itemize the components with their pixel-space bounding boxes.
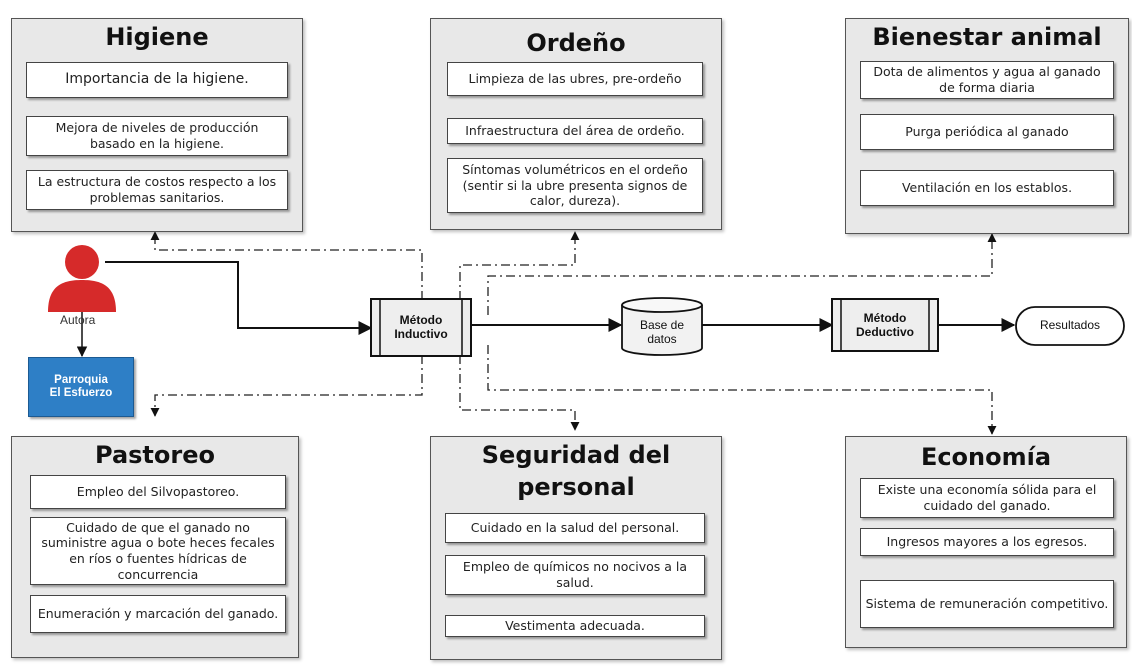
seguridad-title-line2: personal (517, 473, 635, 501)
results-shape (1015, 306, 1125, 346)
bienestar-panel: Bienestar animal Dota de alimentos y agu… (845, 18, 1129, 234)
deductivo-label: Método Deductivo (841, 311, 929, 339)
deductivo-shape (831, 298, 939, 352)
pastoreo-item: Cuidado de que el ganado no suministre a… (30, 517, 286, 585)
higiene-item: La estructura de costos respecto a los p… (26, 170, 288, 210)
ordeno-item: Síntomas volumétricos en el ordeño (sent… (447, 158, 703, 213)
ordeno-panel: Ordeño Limpieza de las ubres, pre-ordeño… (430, 18, 722, 230)
link-pastoreo (150, 355, 423, 417)
db-label: Base de datos (622, 318, 702, 346)
deductivo-line1: Método (863, 311, 907, 325)
bienestar-item: Purga periódica al ganado (860, 114, 1114, 150)
database-icon (621, 297, 703, 356)
pastoreo-title: Pastoreo (95, 441, 215, 469)
parroquia-box: Parroquia El Esfuerzo (28, 357, 134, 417)
pastoreo-item: Enumeración y marcación del ganado. (30, 595, 286, 633)
ordeno-title: Ordeño (526, 29, 626, 57)
author-label: Autora (60, 313, 96, 327)
bienestar-item: Dota de alimentos y agua al ganado de fo… (860, 61, 1114, 99)
economia-item: Sistema de remuneración competitivo. (860, 580, 1114, 628)
parroquia-line2: El Esfuerzo (49, 387, 113, 399)
pastoreo-item: Empleo del Silvopastoreo. (30, 475, 286, 509)
higiene-panel: Higiene Importancia de la higiene. Mejor… (11, 18, 303, 232)
seguridad-title-line1: Seguridad del (481, 441, 671, 469)
link-ordeno (459, 231, 580, 300)
higiene-item: Mejora de niveles de producción basado e… (26, 116, 288, 156)
inductivo-shape (370, 298, 472, 357)
higiene-item: Importancia de la higiene. (26, 62, 288, 98)
db-line1: Base de (639, 318, 685, 332)
pastoreo-panel: Pastoreo Empleo del Silvopastoreo. Cuida… (11, 436, 299, 658)
economia-title: Economía (920, 443, 1052, 471)
results-label: Resultados (1039, 318, 1101, 332)
inductivo-label: Método Inductivo (380, 313, 462, 341)
ordeno-item: Infraestructura del área de ordeño. (447, 118, 703, 144)
link-seguridad (459, 355, 580, 431)
higiene-title: Higiene (105, 23, 209, 51)
seguridad-item: Cuidado en la salud del personal. (445, 513, 705, 543)
deductivo-line2: Deductivo (855, 325, 914, 339)
link-higiene (150, 231, 423, 300)
bienestar-title: Bienestar animal (872, 23, 1102, 51)
seguridad-title: Seguridad del personal (431, 439, 721, 503)
economia-item: Ingresos mayores a los egresos. (860, 528, 1114, 556)
inductivo-line1: Método (399, 313, 443, 327)
parroquia-line1: Parroquia (54, 374, 108, 386)
ordeno-item: Limpieza de las ubres, pre-ordeño (447, 62, 703, 96)
seguridad-item: Vestimenta adecuada. (445, 615, 705, 637)
person-icon (48, 245, 116, 312)
economia-item: Existe una economía sólida para el cuida… (860, 478, 1114, 518)
economia-panel: Economía Existe una economía sólida para… (845, 436, 1127, 648)
seguridad-item: Empleo de químicos no nocivos a la salud… (445, 555, 705, 595)
bienestar-item: Ventilación en los establos. (860, 170, 1114, 206)
author-to-inductivo-arrow (105, 261, 373, 335)
db-line2: datos (647, 332, 677, 346)
link-economia (487, 345, 997, 435)
seguridad-panel: Seguridad del personal Cuidado en la sal… (430, 436, 722, 660)
inductivo-line2: Inductivo (394, 327, 448, 341)
link-bienestar (487, 233, 997, 315)
